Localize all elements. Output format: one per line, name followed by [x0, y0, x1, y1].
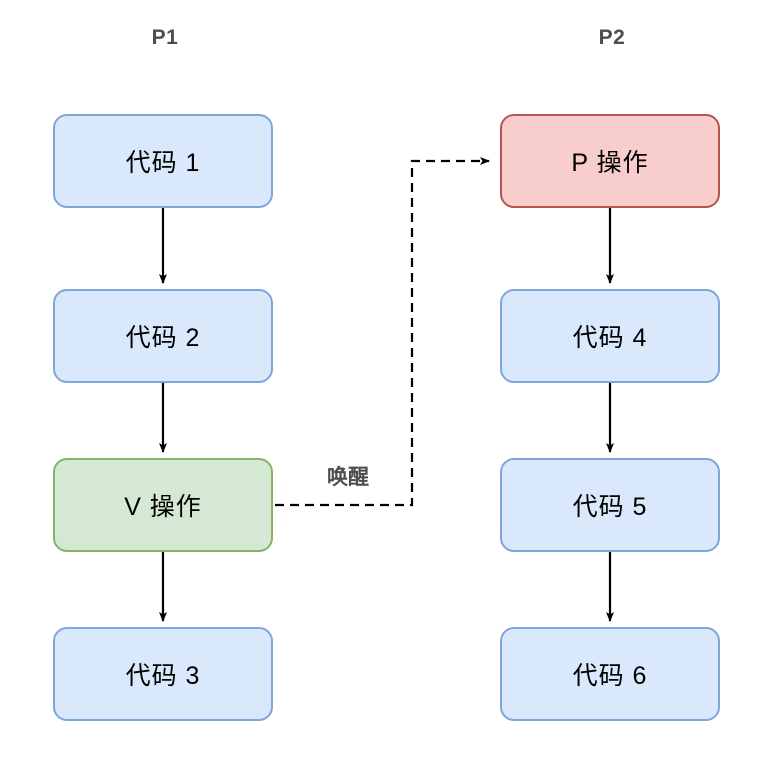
- node-code6-label: 代码 6: [572, 662, 648, 690]
- column-title-p2: P2: [598, 26, 626, 49]
- node-code4-label: 代码 4: [572, 324, 648, 352]
- node-code5-label: 代码 5: [572, 493, 648, 521]
- node-code1[interactable]: 代码 1: [53, 114, 273, 208]
- edge-label-wakeup: 唤醒: [327, 466, 369, 489]
- node-code5[interactable]: 代码 5: [500, 458, 720, 552]
- dashed-wakeup-connector: [275, 157, 490, 507]
- node-code3[interactable]: 代码 3: [53, 627, 273, 721]
- node-code3-label: 代码 3: [125, 662, 201, 690]
- node-code4[interactable]: 代码 4: [500, 289, 720, 383]
- node-v-operation-label: V 操作: [124, 493, 202, 521]
- node-code2[interactable]: 代码 2: [53, 289, 273, 383]
- node-p-operation[interactable]: P 操作: [500, 114, 720, 208]
- column-title-p1: P1: [151, 26, 179, 49]
- node-code1-label: 代码 1: [125, 149, 201, 177]
- node-p-operation-label: P 操作: [571, 149, 649, 177]
- node-code6[interactable]: 代码 6: [500, 627, 720, 721]
- node-code2-label: 代码 2: [125, 324, 201, 352]
- node-v-operation[interactable]: V 操作: [53, 458, 273, 552]
